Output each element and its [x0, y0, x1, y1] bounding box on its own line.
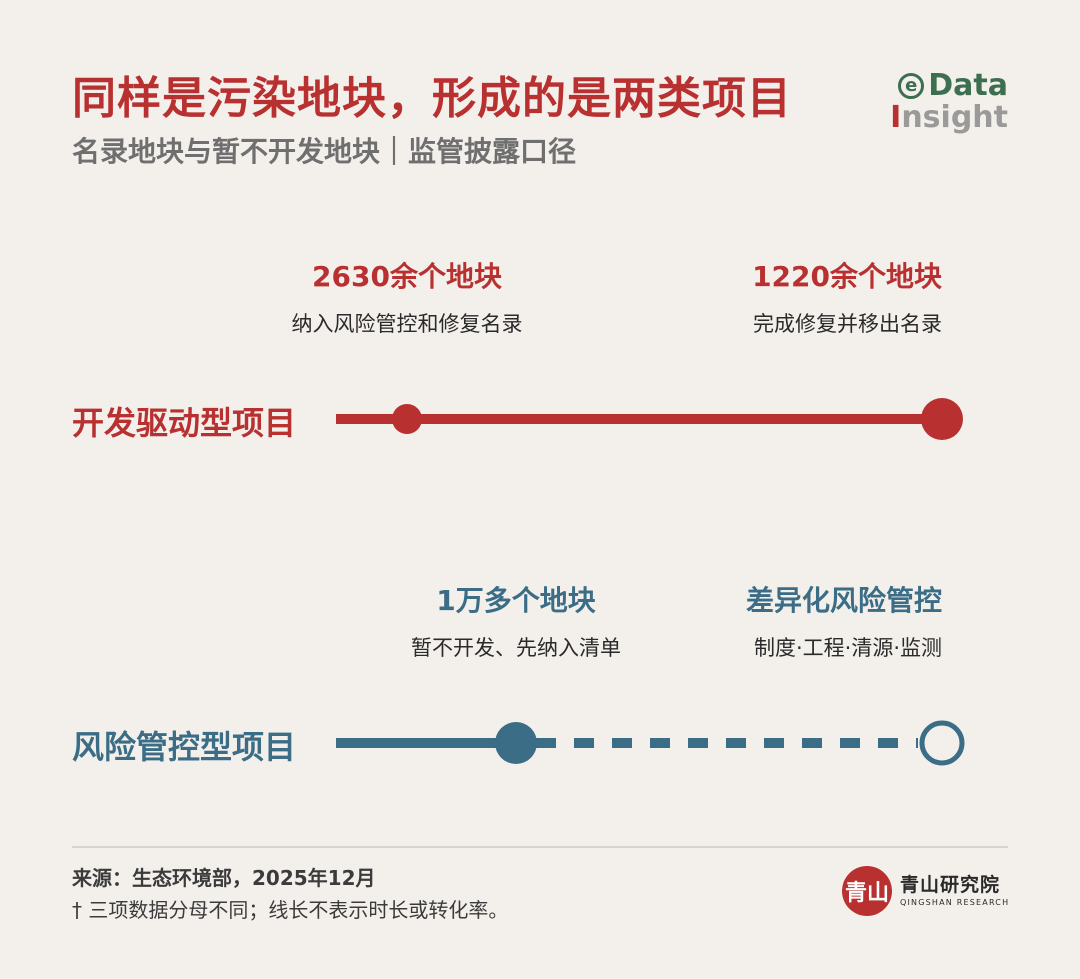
source-text: 来源：生态环境部，2025年12月 — [72, 866, 376, 890]
dev-start-value: 2630余个地块 — [312, 260, 502, 293]
logo-i-letter: I — [890, 100, 902, 135]
risk-end-node — [919, 720, 965, 766]
page-subtitle: 名录地块与暂不开发地块｜监管披露口径 — [72, 135, 577, 168]
footnote-text: † 三项数据分母不同；线长不表示时长或转化率。 — [72, 898, 509, 922]
data-insight-logo: e Data Insight — [890, 68, 1008, 138]
dev-start-desc: 纳入风险管控和修复名录 — [291, 312, 523, 336]
dev-track-label: 开发驱动型项目 — [72, 404, 297, 442]
risk-track-label: 风险管控型项目 — [72, 728, 297, 766]
risk-end-value: 差异化风险管控 — [745, 584, 942, 617]
dev-end-value: 1220余个地块 — [752, 260, 942, 293]
risk-start-value: 1万多个地块 — [436, 584, 596, 617]
page-title: 同样是污染地块，形成的是两类项目 — [72, 73, 792, 124]
logo-e-icon: e — [898, 72, 925, 99]
dev-start-node — [392, 404, 422, 434]
footer-divider — [72, 846, 1008, 848]
dev-end-node — [921, 398, 963, 440]
risk-start-node — [495, 722, 537, 764]
brand-en-name: QINGSHAN RESEARCH — [900, 898, 1010, 907]
logo-data-text: Data — [928, 68, 1008, 103]
risk-end-desc: 制度·工程·清源·监测 — [753, 636, 942, 660]
qingshan-brand: 青山 青山研究院 QINGSHAN RESEARCH — [842, 866, 1012, 918]
risk-start-desc: 暂不开发、先纳入清单 — [411, 636, 621, 660]
brand-name: 青山研究院 — [900, 874, 1001, 896]
logo-insight-text: nsight — [901, 100, 1008, 135]
qingshan-seal-icon: 青山 — [842, 866, 892, 916]
dev-end-desc: 完成修复并移出名录 — [753, 312, 942, 336]
